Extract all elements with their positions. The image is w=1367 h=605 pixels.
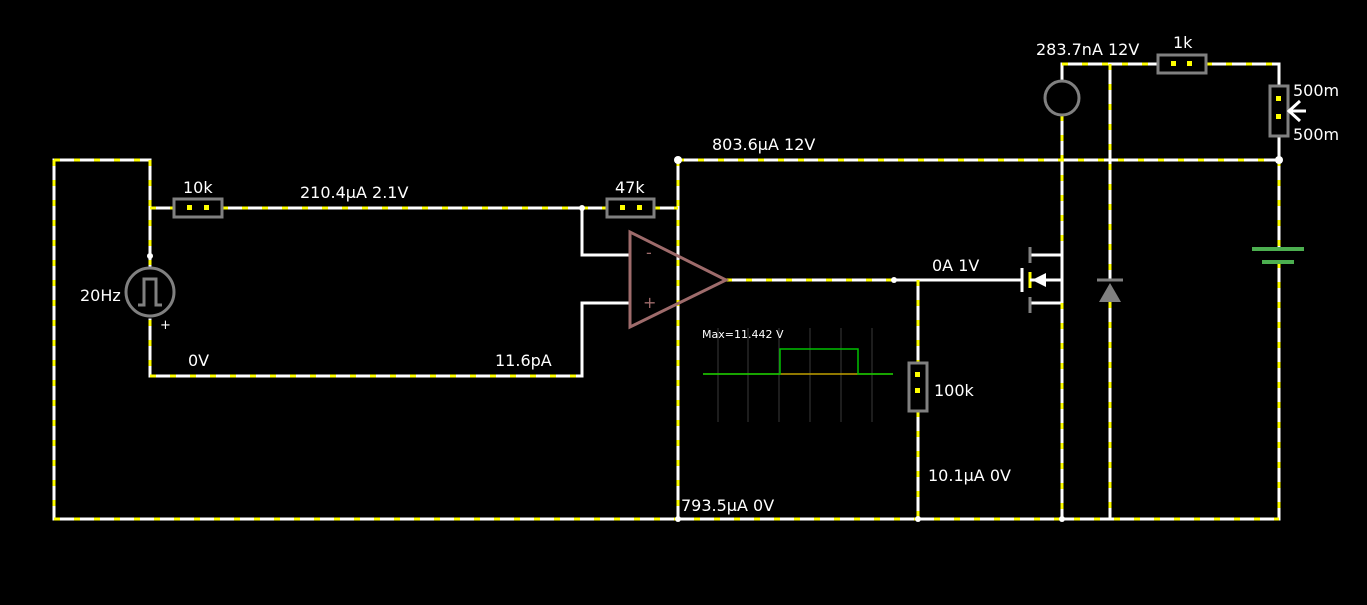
- scope-grid: [717, 328, 873, 422]
- square-wave-source-icon[interactable]: [124, 266, 176, 318]
- diode[interactable]: [1097, 278, 1123, 302]
- opamp-minus-label: -: [646, 243, 652, 262]
- gate-wire-label: 0A 1V: [932, 256, 979, 275]
- opamp-plus-label: +: [643, 293, 656, 312]
- r100k-wire-label: 10.1μA 0V: [928, 466, 1011, 485]
- pot-bottom-label: 500m: [1293, 125, 1339, 144]
- r1k-label: 1k: [1173, 33, 1193, 52]
- battery[interactable]: [1252, 247, 1304, 264]
- resistor-10k[interactable]: [172, 197, 224, 219]
- oscilloscope-display[interactable]: Max=11.442 V: [702, 328, 893, 422]
- r100k-label: 100k: [934, 381, 975, 400]
- wire-current-noninv: 11.6pA: [495, 351, 552, 370]
- wire-current-top-left: 210.4μA 2.1V: [300, 183, 408, 202]
- source-plus-label: +: [160, 318, 171, 333]
- potentiometer-500m[interactable]: [1268, 84, 1306, 138]
- scope-max-label: Max=11.442 V: [702, 328, 784, 341]
- resistor-100k[interactable]: [907, 361, 929, 413]
- wires: [52, 62, 1281, 521]
- resistor-1k[interactable]: [1156, 53, 1208, 75]
- mosfet[interactable]: [1020, 247, 1064, 313]
- current-source-label: 283.7nA 12V: [1036, 40, 1139, 59]
- resistor-47k[interactable]: [605, 197, 656, 219]
- wire-voltage-bottom-left: 0V: [188, 351, 209, 370]
- current-dots: [52, 62, 1281, 521]
- junction-nodes: [147, 156, 1283, 522]
- r47k-label: 47k: [615, 178, 645, 197]
- wire-current-top-rail: 803.6μA 12V: [712, 135, 815, 154]
- op-amp[interactable]: - +: [628, 229, 730, 330]
- current-source-icon[interactable]: [1043, 79, 1081, 117]
- scope-trace: [703, 348, 893, 375]
- ground-rail-label: 793.5μA 0V: [681, 496, 774, 515]
- r10k-label: 10k: [183, 178, 213, 197]
- source-frequency-label: 20Hz: [80, 286, 121, 305]
- pot-top-label: 500m: [1293, 81, 1339, 100]
